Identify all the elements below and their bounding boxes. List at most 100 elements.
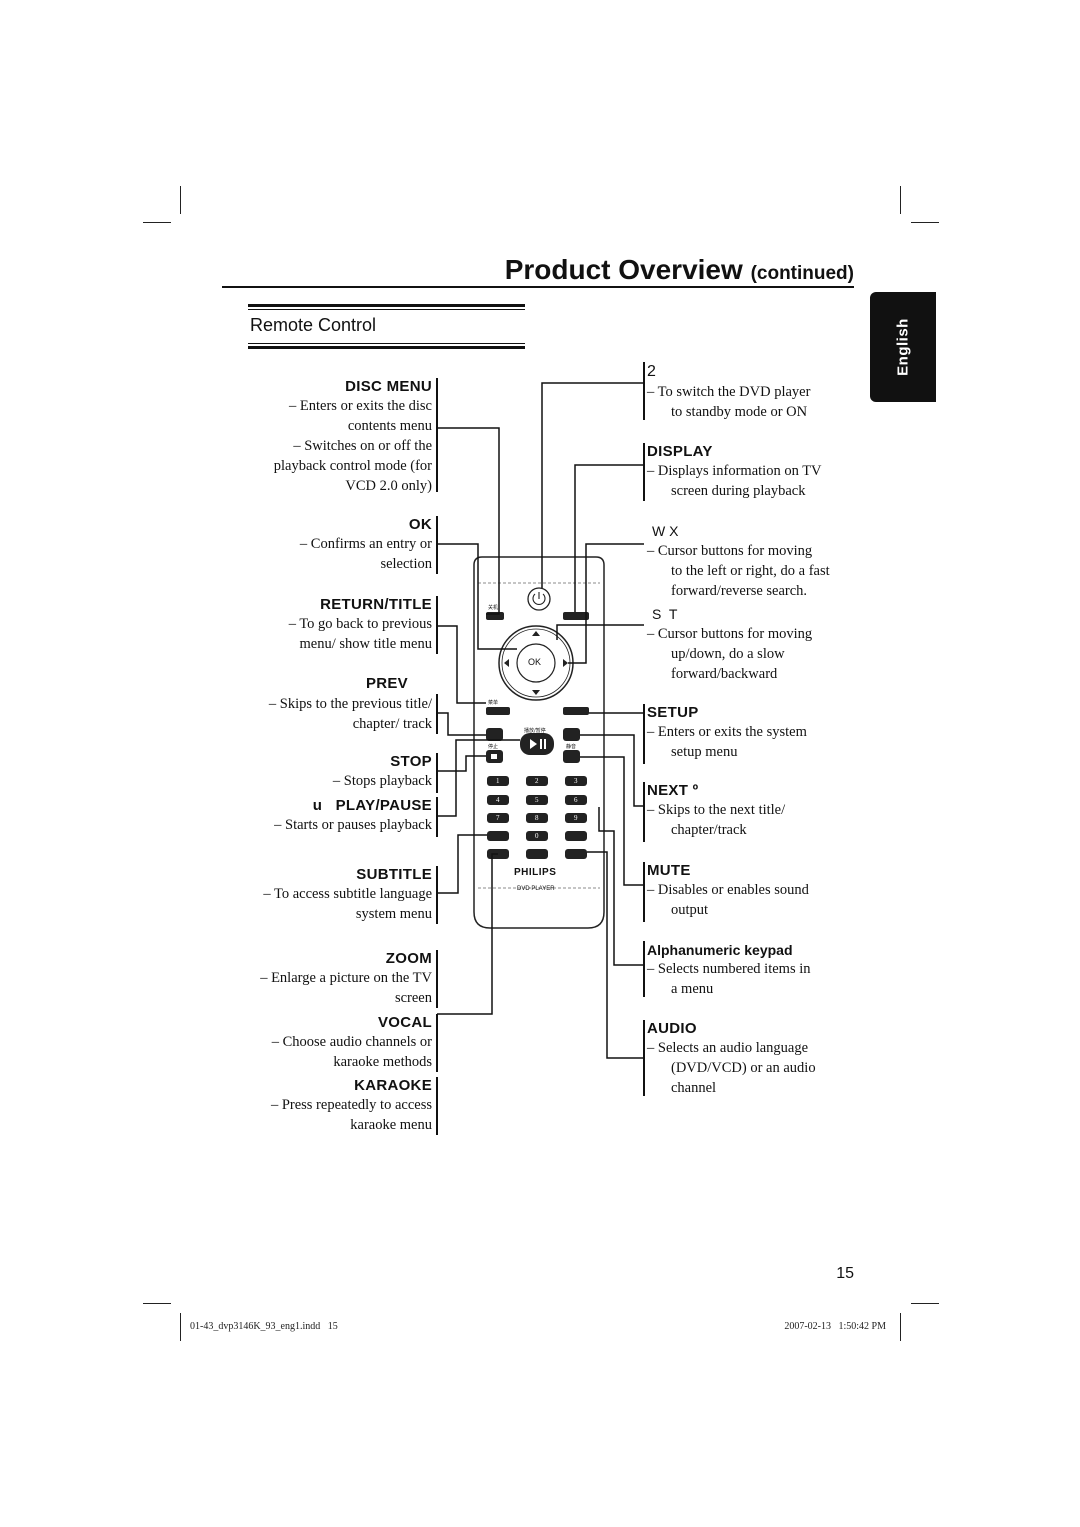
- crop-mark: [900, 1313, 901, 1341]
- label-ok: OK – Confirms an entry or selection: [300, 516, 432, 574]
- label-zoom: ZOOM – Enlarge a picture on the TV scree…: [260, 950, 432, 1008]
- crop-mark: [143, 1303, 171, 1304]
- label-disc-menu: DISC MENU – Enters or exits the disc con…: [274, 378, 432, 496]
- section-rule: [248, 343, 525, 344]
- label-line: – Selects numbered items in: [647, 961, 811, 977]
- bracket: [436, 1077, 438, 1135]
- mute-cn-label: 静音: [566, 744, 577, 750]
- label-heading: STOP: [390, 753, 432, 770]
- remote-model: DVD PLAYER: [517, 886, 555, 892]
- display-button: [563, 612, 589, 620]
- label-line: karaoke methods: [333, 1054, 432, 1070]
- label-heading: u PLAY/PAUSE: [312, 797, 432, 814]
- label-setup: SETUP – Enters or exits the system setup…: [647, 704, 807, 762]
- crop-mark: [911, 222, 939, 223]
- play-cn-label: 播放/暂停: [524, 728, 546, 734]
- label-line: chapter/ track: [352, 716, 432, 732]
- return-title-button: [486, 707, 510, 715]
- label-line: – Choose audio channels or: [271, 1034, 432, 1050]
- key-6: 6: [574, 796, 578, 804]
- key-3: 3: [574, 777, 578, 785]
- label-line: system menu: [355, 906, 432, 922]
- label-line: karaoke menu: [350, 1117, 432, 1133]
- footer-timestamp: 2007-02-13 1:50:42 PM: [784, 1321, 886, 1332]
- label-heading: Alphanumeric keypad: [647, 942, 793, 958]
- label-line: – To switch the DVD player: [647, 384, 811, 400]
- title-rule: [222, 286, 854, 288]
- label-heading: SETUP: [647, 704, 699, 721]
- label-next: NEXT º – Skips to the next title/ chapte…: [647, 782, 785, 840]
- setup-button: [563, 707, 589, 715]
- menu-cn-label: 菜单: [488, 700, 499, 706]
- label-heading: KARAOKE: [354, 1077, 432, 1094]
- label-heading: W X: [652, 523, 679, 539]
- bracket: [643, 782, 645, 842]
- bracket: [643, 941, 645, 997]
- label-line: output: [671, 902, 709, 918]
- label-heading: RETURN/TITLE: [320, 596, 432, 613]
- bracket: [436, 1014, 438, 1072]
- label-vocal: VOCAL – Choose audio channels or karaoke…: [272, 1014, 432, 1072]
- label-line: – Stops playback: [332, 773, 432, 789]
- disc-menu-button: [486, 612, 504, 620]
- bracket: [436, 596, 438, 654]
- label-line: – Displays information on TV: [647, 463, 822, 479]
- label-line: forward/reverse search.: [671, 583, 808, 599]
- label-line: forward/backward: [671, 666, 778, 682]
- label-line: selection: [380, 556, 432, 572]
- label-line: – Enters or exits the system: [647, 724, 807, 740]
- label-line: screen during playback: [671, 483, 806, 499]
- label-line: to the left or right, do a fast: [671, 563, 830, 579]
- label-heading: OK: [408, 516, 432, 533]
- label-play-pause: u PLAY/PAUSE – Starts or pauses playback: [274, 797, 432, 835]
- bracket: [436, 516, 438, 574]
- label-up-down: S T – Cursor buttons for moving up/down,…: [647, 604, 812, 684]
- bracket: [643, 862, 645, 922]
- label-line: screen: [394, 990, 432, 1006]
- mute-button: [563, 750, 580, 763]
- key-1: 1: [496, 777, 500, 785]
- stop-cn-label: 停止: [488, 744, 499, 750]
- label-line: – Selects an audio language: [647, 1040, 809, 1056]
- label-heading: 2: [647, 363, 656, 380]
- bracket: [436, 694, 438, 734]
- section-rule: [248, 309, 525, 310]
- ok-button: [516, 643, 556, 683]
- label-heading: MUTE: [647, 862, 691, 879]
- page-number: 15: [836, 1265, 854, 1282]
- label-alphanumeric-keypad: Alphanumeric keypad – Selects numbered i…: [647, 941, 811, 999]
- key-4: 4: [496, 796, 500, 804]
- label-line: – Skips to the next title/: [647, 802, 786, 818]
- label-heading: VOCAL: [378, 1014, 432, 1031]
- label-left-right: W X – Cursor buttons for moving to the l…: [647, 521, 830, 601]
- label-prev: PREV: [366, 675, 408, 693]
- label-line: channel: [671, 1080, 717, 1096]
- label-line: (DVD/VCD) or an audio: [671, 1060, 816, 1076]
- remote-brand: PHILIPS: [514, 867, 557, 878]
- bracket: [436, 753, 438, 793]
- key-9: 9: [574, 814, 578, 822]
- key-7: 7: [496, 814, 500, 822]
- key-0: 0: [535, 832, 539, 840]
- label-heading: SUBTITLE: [356, 866, 432, 883]
- bracket: [643, 704, 645, 764]
- crop-mark: [180, 1313, 181, 1341]
- label-line: – Enlarge a picture on the TV: [260, 970, 432, 986]
- label-line: a menu: [671, 981, 714, 997]
- bracket: [436, 797, 438, 837]
- label-line: VCD 2.0 only): [345, 478, 432, 494]
- crop-mark: [911, 1303, 939, 1304]
- label-line: chapter/track: [671, 822, 747, 838]
- label-heading: NEXT º: [647, 782, 699, 799]
- label-line: playback control mode (for: [273, 458, 432, 474]
- page-title-continued: (continued): [750, 263, 854, 284]
- label-power: 2 – To switch the DVD player to standby …: [647, 362, 810, 422]
- bracket: [643, 443, 645, 501]
- label-line: – Starts or pauses playback: [274, 817, 432, 833]
- label-stop: STOP – Stops playback: [333, 753, 432, 791]
- label-mute: MUTE – Disables or enables sound output: [647, 862, 809, 920]
- section-title: Remote Control: [250, 315, 377, 335]
- label-audio: AUDIO – Selects an audio language (DVD/V…: [647, 1020, 816, 1098]
- bracket: [436, 866, 438, 924]
